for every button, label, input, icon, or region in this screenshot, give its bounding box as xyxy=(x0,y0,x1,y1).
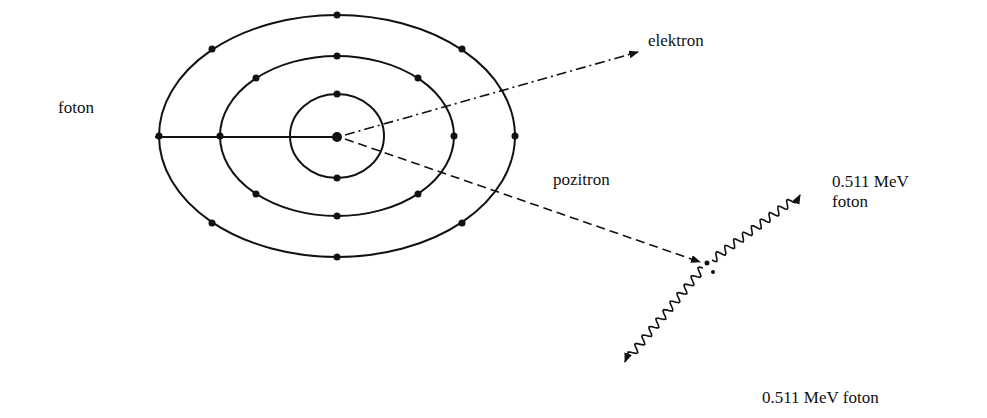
positron-label: pozitron xyxy=(553,170,610,190)
photon-label: foton xyxy=(58,98,94,118)
annihilation-electron xyxy=(711,270,715,274)
photon-energy-label: 0.511 MeV foton xyxy=(832,172,916,213)
annihilation-photon-wave xyxy=(625,267,703,362)
incident-photon-line xyxy=(155,136,340,138)
electron-label: elektron xyxy=(648,31,704,51)
positron-track xyxy=(345,139,700,262)
shell-electrons xyxy=(156,12,519,261)
annihilation-point xyxy=(705,261,710,266)
annihilation-photon-wave xyxy=(712,195,800,262)
photon-energy-label: 0.511 MeV foton xyxy=(762,388,879,408)
electron-track xyxy=(345,52,638,135)
